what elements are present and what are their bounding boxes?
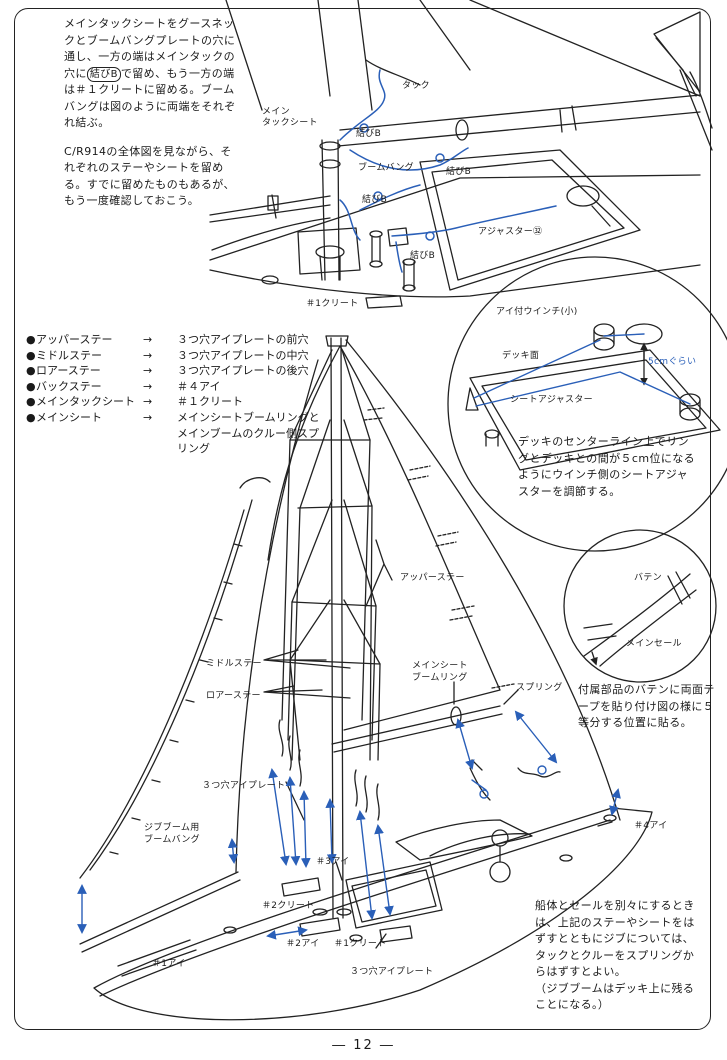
legend-name: アッパーステー — [36, 333, 113, 346]
intro-text: メインタックシートをグースネックとブームバングプレートの穴に通し、一方の端はメイ… — [64, 16, 242, 222]
legend-name: メインタックシート — [36, 395, 135, 409]
bullet-icon: ● — [26, 333, 36, 346]
label-upper-stay: アッパーステー — [400, 573, 465, 583]
batten-note: 付属部品のバテンに両面テープを貼り付け図の様に５等分する位置に貼る。 — [578, 683, 715, 729]
legend-destination: ＃４アイ — [177, 379, 221, 393]
label-five-cm: 5cmぐらい — [648, 357, 697, 367]
label-deck: デッキ面 — [502, 351, 540, 361]
sailboat — [79, 335, 653, 1021]
label-winch: アイ付ウインチ(小) — [496, 307, 578, 317]
winch-note: デッキのセンターライン上でリングとデッキとの間が５cm位になるようにウインチ側の… — [518, 435, 696, 498]
label-knot-b-3: 結びB — [362, 195, 388, 205]
label-tack: タック — [402, 81, 430, 91]
label-middle-stay: ミドルステー — [206, 659, 262, 669]
legend-row: ●アッパーステー → ３つ穴アイプレートの前穴 — [26, 332, 327, 348]
intro-para-1: メインタックシートをグースネックとブームバングプレートの穴に通し、一方の端はメイ… — [64, 17, 236, 129]
page-border — [14, 8, 711, 1030]
legend-name: ミドルステー — [36, 348, 102, 362]
detach-note-p1: 船体とセールを別々にするときは、上記のステーやシートをはずすとともにジブについて… — [535, 899, 695, 978]
label-cleat-2: ＃2クリート — [262, 901, 315, 911]
label-spring: スプリング — [516, 683, 563, 693]
arrow-icon: → — [143, 364, 153, 378]
arrow-icon: → — [143, 395, 153, 409]
bullet-icon: ● — [26, 410, 36, 424]
label-knot-b-4: 結びB — [410, 251, 436, 261]
label-adjuster: アジャスター㉜ — [478, 227, 543, 237]
legend-row: ●ロアーステー → ３つ穴アイプレートの後穴 — [26, 363, 327, 379]
label-boom-ring-1: メインシート — [412, 661, 468, 671]
stay-legend: ●アッパーステー→３つ穴アイプレートの前穴●ミドルステー→３つ穴アイプレートの中… — [26, 332, 327, 457]
label-main-sail: メインセール — [626, 639, 682, 649]
legend-row: ●ミドルステー → ３つ穴アイプレートの中穴 — [26, 348, 327, 364]
bullet-icon: ● — [26, 379, 36, 393]
label-main-tack-sheet-2: タックシート — [262, 118, 318, 128]
top-blue-lines — [339, 69, 557, 273]
legend-name: ロアーステー — [36, 364, 101, 378]
label-eye-4: ＃4アイ — [634, 821, 668, 831]
label-lower-stay: ロアーステー — [206, 691, 261, 701]
label-jib-vang-1: ジブブーム用 — [144, 823, 200, 833]
legend-name: バックステー — [36, 379, 102, 393]
bullet-icon: ● — [26, 395, 36, 409]
label-main-tack-sheet-1: メイン — [262, 107, 290, 117]
blue-arrows — [77, 710, 621, 940]
legend-row: ●バックステー → ＃４アイ — [26, 379, 327, 395]
winch-blue-lines — [473, 333, 691, 407]
legend-destination: ＃１クリート — [177, 395, 243, 409]
label-batten: バテン — [634, 573, 662, 583]
legend-destination: メインシートブームリングとメインブームのクルー側スプリング — [177, 410, 320, 456]
page-number: ― 12 ― — [332, 1038, 395, 1053]
label-knot-b-2: 結びB — [446, 167, 472, 177]
legend-row: ●メインタックシート → ＃１クリート — [26, 394, 327, 410]
legend-row: ●メインシート → メインシートブームリングとメインブームのクルー側スプリング — [26, 410, 327, 457]
label-eye-3: ＃3アイ — [316, 857, 350, 867]
label-cleat-1b: ＃1クリート — [334, 939, 387, 949]
label-eye-2: ＃2アイ — [286, 939, 320, 949]
arrow-icon: → — [143, 379, 153, 393]
label-sheet-adjuster: シートアジャスター — [510, 395, 593, 405]
label-boom-vang: ブームバング — [358, 163, 414, 173]
label-three-hole-eye-plate-b: ３つ穴アイプレート — [350, 967, 434, 977]
legend-destination: ３つ穴アイプレートの前穴 — [177, 333, 309, 346]
detach-note-p2: （ジブブームはデッキ上に残ることになる。） — [535, 981, 695, 1012]
bullet-icon: ● — [26, 348, 36, 362]
label-jib-vang-2: ブームバング — [144, 835, 200, 845]
legend-name: メインシート — [36, 410, 102, 424]
detach-note: 船体とセールを別々にするときは、上記のステーやシートをはずすとともにジブについて… — [535, 898, 695, 1014]
intro-para-2: C/R914の全体図を見ながら、それぞれのステーやシートを留める。すでに留めたも… — [64, 144, 235, 208]
label-boom-ring-2: ブームリング — [412, 673, 468, 683]
arrow-icon: → — [143, 410, 153, 424]
legend-destination: ３つ穴アイプレートの後穴 — [177, 364, 309, 378]
knot-b-badge: 結びB — [86, 66, 121, 82]
label-eye-1: ＃1アイ — [152, 959, 186, 969]
arrow-icon: → — [143, 333, 153, 346]
label-cleat-1: ＃1クリート — [306, 299, 359, 309]
arrow-icon: → — [143, 348, 153, 362]
legend-destination: ３つ穴アイプレートの中穴 — [177, 348, 309, 362]
top-detail — [209, 0, 713, 309]
bullet-icon: ● — [26, 364, 36, 378]
batten-detail — [563, 529, 717, 683]
label-knot-b-1: 結びB — [356, 129, 382, 139]
label-three-hole-eye-plate: ３つ穴アイプレート — [202, 781, 286, 791]
winch-detail — [447, 256, 727, 552]
